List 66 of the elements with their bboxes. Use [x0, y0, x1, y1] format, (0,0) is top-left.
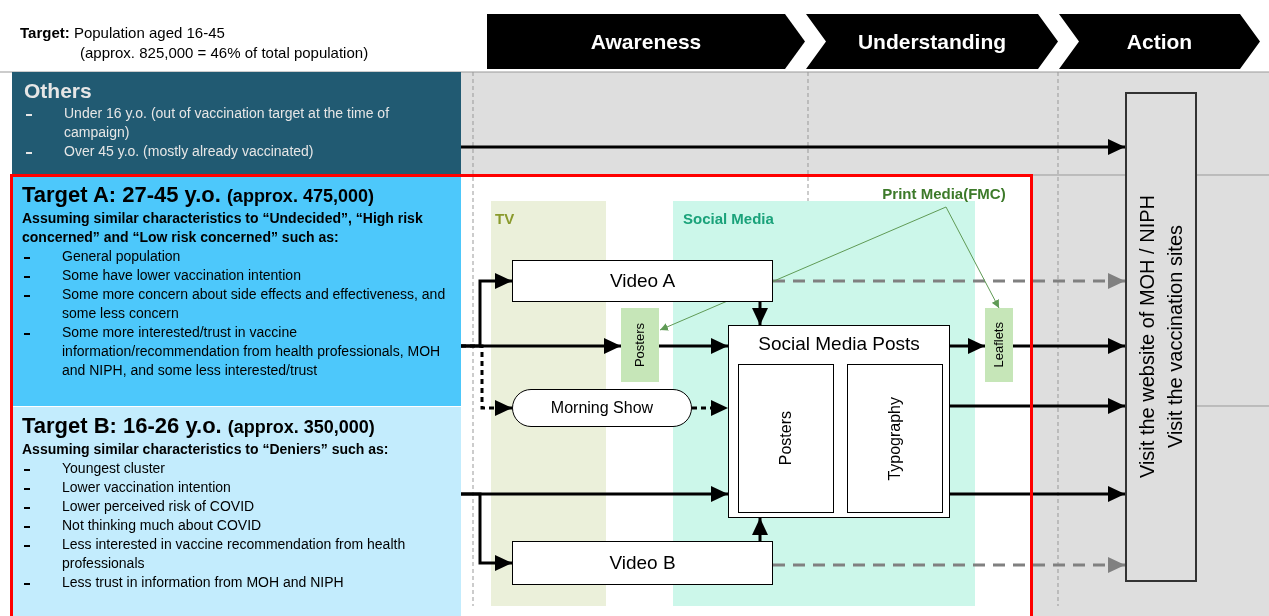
posts-box: [728, 325, 950, 518]
box-label: Typography: [885, 396, 904, 481]
arrow: [950, 338, 985, 354]
bullet-text: Youngest cluster: [62, 459, 165, 478]
bullet-text: Some have lower vaccination intention: [62, 266, 301, 285]
band-label: Social Media: [683, 209, 775, 229]
stage-step: [487, 14, 805, 69]
bullet-text: Over 45 y.o. (mostly already vaccinated): [64, 142, 314, 161]
arrow: [659, 338, 728, 354]
print-media-box: [621, 308, 659, 382]
content-box: [738, 364, 834, 513]
panel-heading: Others: [24, 78, 93, 104]
arrow: [773, 273, 1125, 289]
process-box: [512, 541, 773, 585]
stage-label: Awareness: [590, 28, 702, 55]
arrow: [752, 518, 768, 541]
bullet-text: Not thinking much about COVID: [62, 516, 262, 535]
stage-label: Action: [1126, 28, 1193, 55]
band-label: TV: [495, 209, 516, 229]
box-label: Posters: [631, 322, 649, 368]
print-media-box: [985, 308, 1013, 382]
action-text: Visit the website of MOH / NIPH: [1135, 195, 1159, 479]
media-label: Print Media(FMC): [882, 183, 1006, 204]
arrow: [950, 398, 1125, 414]
action-text: Visit the vaccination sites: [1163, 225, 1187, 449]
action-box: [1125, 92, 1197, 582]
stage-step: [1059, 14, 1260, 69]
panel-heading-count: (approx. 350,000): [227, 416, 375, 439]
rounded-box: [512, 389, 692, 427]
bullet-text: Lower vaccination intention: [62, 478, 231, 497]
header-text: Target: Population aged 16-45: [20, 24, 225, 42]
process-box: [512, 260, 773, 302]
arrow: [692, 400, 728, 416]
arrow: [950, 486, 1125, 502]
bullet-text: Some more concern about side effects and effectiveness, and some less concern: [62, 285, 447, 323]
box-label: Video A: [609, 268, 676, 293]
audience-panel: [12, 176, 461, 406]
header-text: (approx. 825,000 = 46% of total population): [80, 44, 369, 62]
audience-panel: [12, 407, 461, 616]
arrow: [752, 302, 768, 325]
box-label: Leaflets: [990, 322, 1008, 368]
arrow: [461, 344, 512, 416]
panel-subheading: Assuming similar characteristics to “Undecided”, “High risk concerned” and “Low risk concerned” such as:: [22, 209, 424, 247]
bullet-text: Some more interested/trust in vaccine information/recommendation from health professionals, MOH and NIPH, and some less interested/trust: [62, 323, 442, 380]
panel-subheading: Assuming similar characteristics to “Deniers” such as:: [22, 440, 390, 459]
bullet-text: Less interested in vaccine recommendation from health professionals: [62, 535, 407, 573]
box-label: Video B: [609, 550, 676, 575]
bullet-text: Under 16 y.o. (out of vaccination target at the time of campaign): [64, 104, 391, 142]
stage-step: [806, 14, 1058, 69]
audience-panel: [12, 72, 461, 174]
arrow: [461, 139, 1125, 155]
panel-heading: Target B: 16-26 y.o.: [22, 413, 222, 439]
arrow: [773, 557, 1125, 573]
bullet-text: Lower perceived risk of COVID: [62, 497, 255, 516]
box-label: Morning Show: [550, 398, 654, 418]
stage-label: Understanding: [857, 28, 1007, 55]
box-label: Posters: [776, 411, 795, 466]
panel-heading: Target A: 27-45 y.o.: [22, 182, 221, 208]
panel-heading-count: (approx. 475,000): [226, 185, 374, 208]
leader-line: [945, 206, 1000, 309]
bullet-text: General population: [62, 247, 181, 266]
arrow: [461, 492, 512, 571]
arrow: [1013, 338, 1125, 354]
box-label: Social Media Posts: [757, 332, 921, 356]
bullet-text: Less trust in information from MOH and NIPH: [62, 573, 344, 592]
content-box: [847, 364, 943, 513]
